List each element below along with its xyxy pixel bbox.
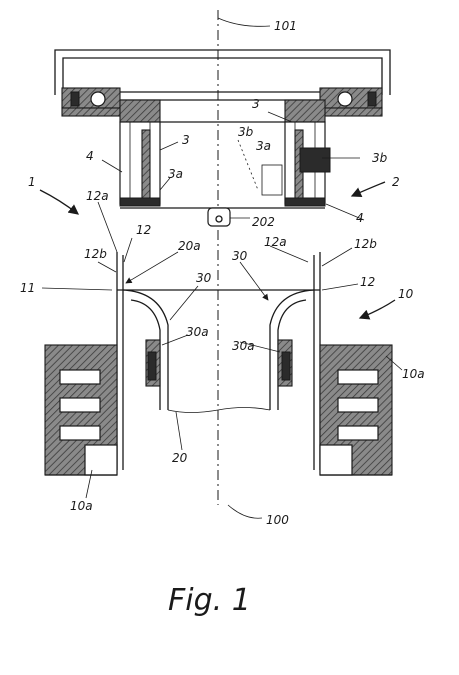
label-30-left: 30: [196, 271, 212, 285]
label-2: 2: [392, 175, 400, 189]
label-20: 20: [172, 451, 188, 465]
label-12-right: 12: [360, 275, 375, 289]
label-12a-right: 12a: [264, 235, 287, 249]
label-12b-left: 12b: [84, 247, 107, 261]
label-11: 11: [20, 281, 35, 295]
figure-caption: Fig. 1: [168, 583, 251, 618]
label-12-left: 12: [136, 223, 151, 237]
label-20a: 20a: [178, 239, 201, 253]
label-30-right: 30: [232, 249, 248, 263]
label-100: 100: [266, 513, 289, 527]
label-3b-lower: 3b: [372, 151, 388, 165]
label-10a-right: 10a: [402, 367, 425, 381]
upper-assembly: [54, 49, 391, 227]
label-3-right: 3: [252, 97, 260, 111]
label-30a-right: 30a: [232, 339, 255, 353]
label-3-left: 3: [182, 133, 190, 147]
label-12a-left: 12a: [86, 189, 109, 203]
label-3a-right: 3a: [256, 139, 271, 153]
label-202: 202: [252, 215, 275, 229]
label-3b-upper: 3b: [238, 125, 254, 139]
label-4-right: 4: [356, 211, 364, 225]
label-10a-left: 10a: [70, 499, 93, 513]
label-1: 1: [28, 175, 36, 189]
label-4-left: 4: [86, 149, 94, 163]
label-12b-right: 12b: [354, 237, 377, 251]
label-10: 10: [398, 287, 414, 301]
leader-lines: [39, 17, 403, 519]
label-30a-left: 30a: [186, 325, 209, 339]
label-3a-left: 3a: [168, 167, 183, 181]
labels: 101 100 1 2 3 3 3b 3a 3b 4 3a 4 202 12a …: [20, 19, 425, 527]
label-101: 101: [274, 19, 297, 33]
lower-assembly: [44, 252, 393, 476]
